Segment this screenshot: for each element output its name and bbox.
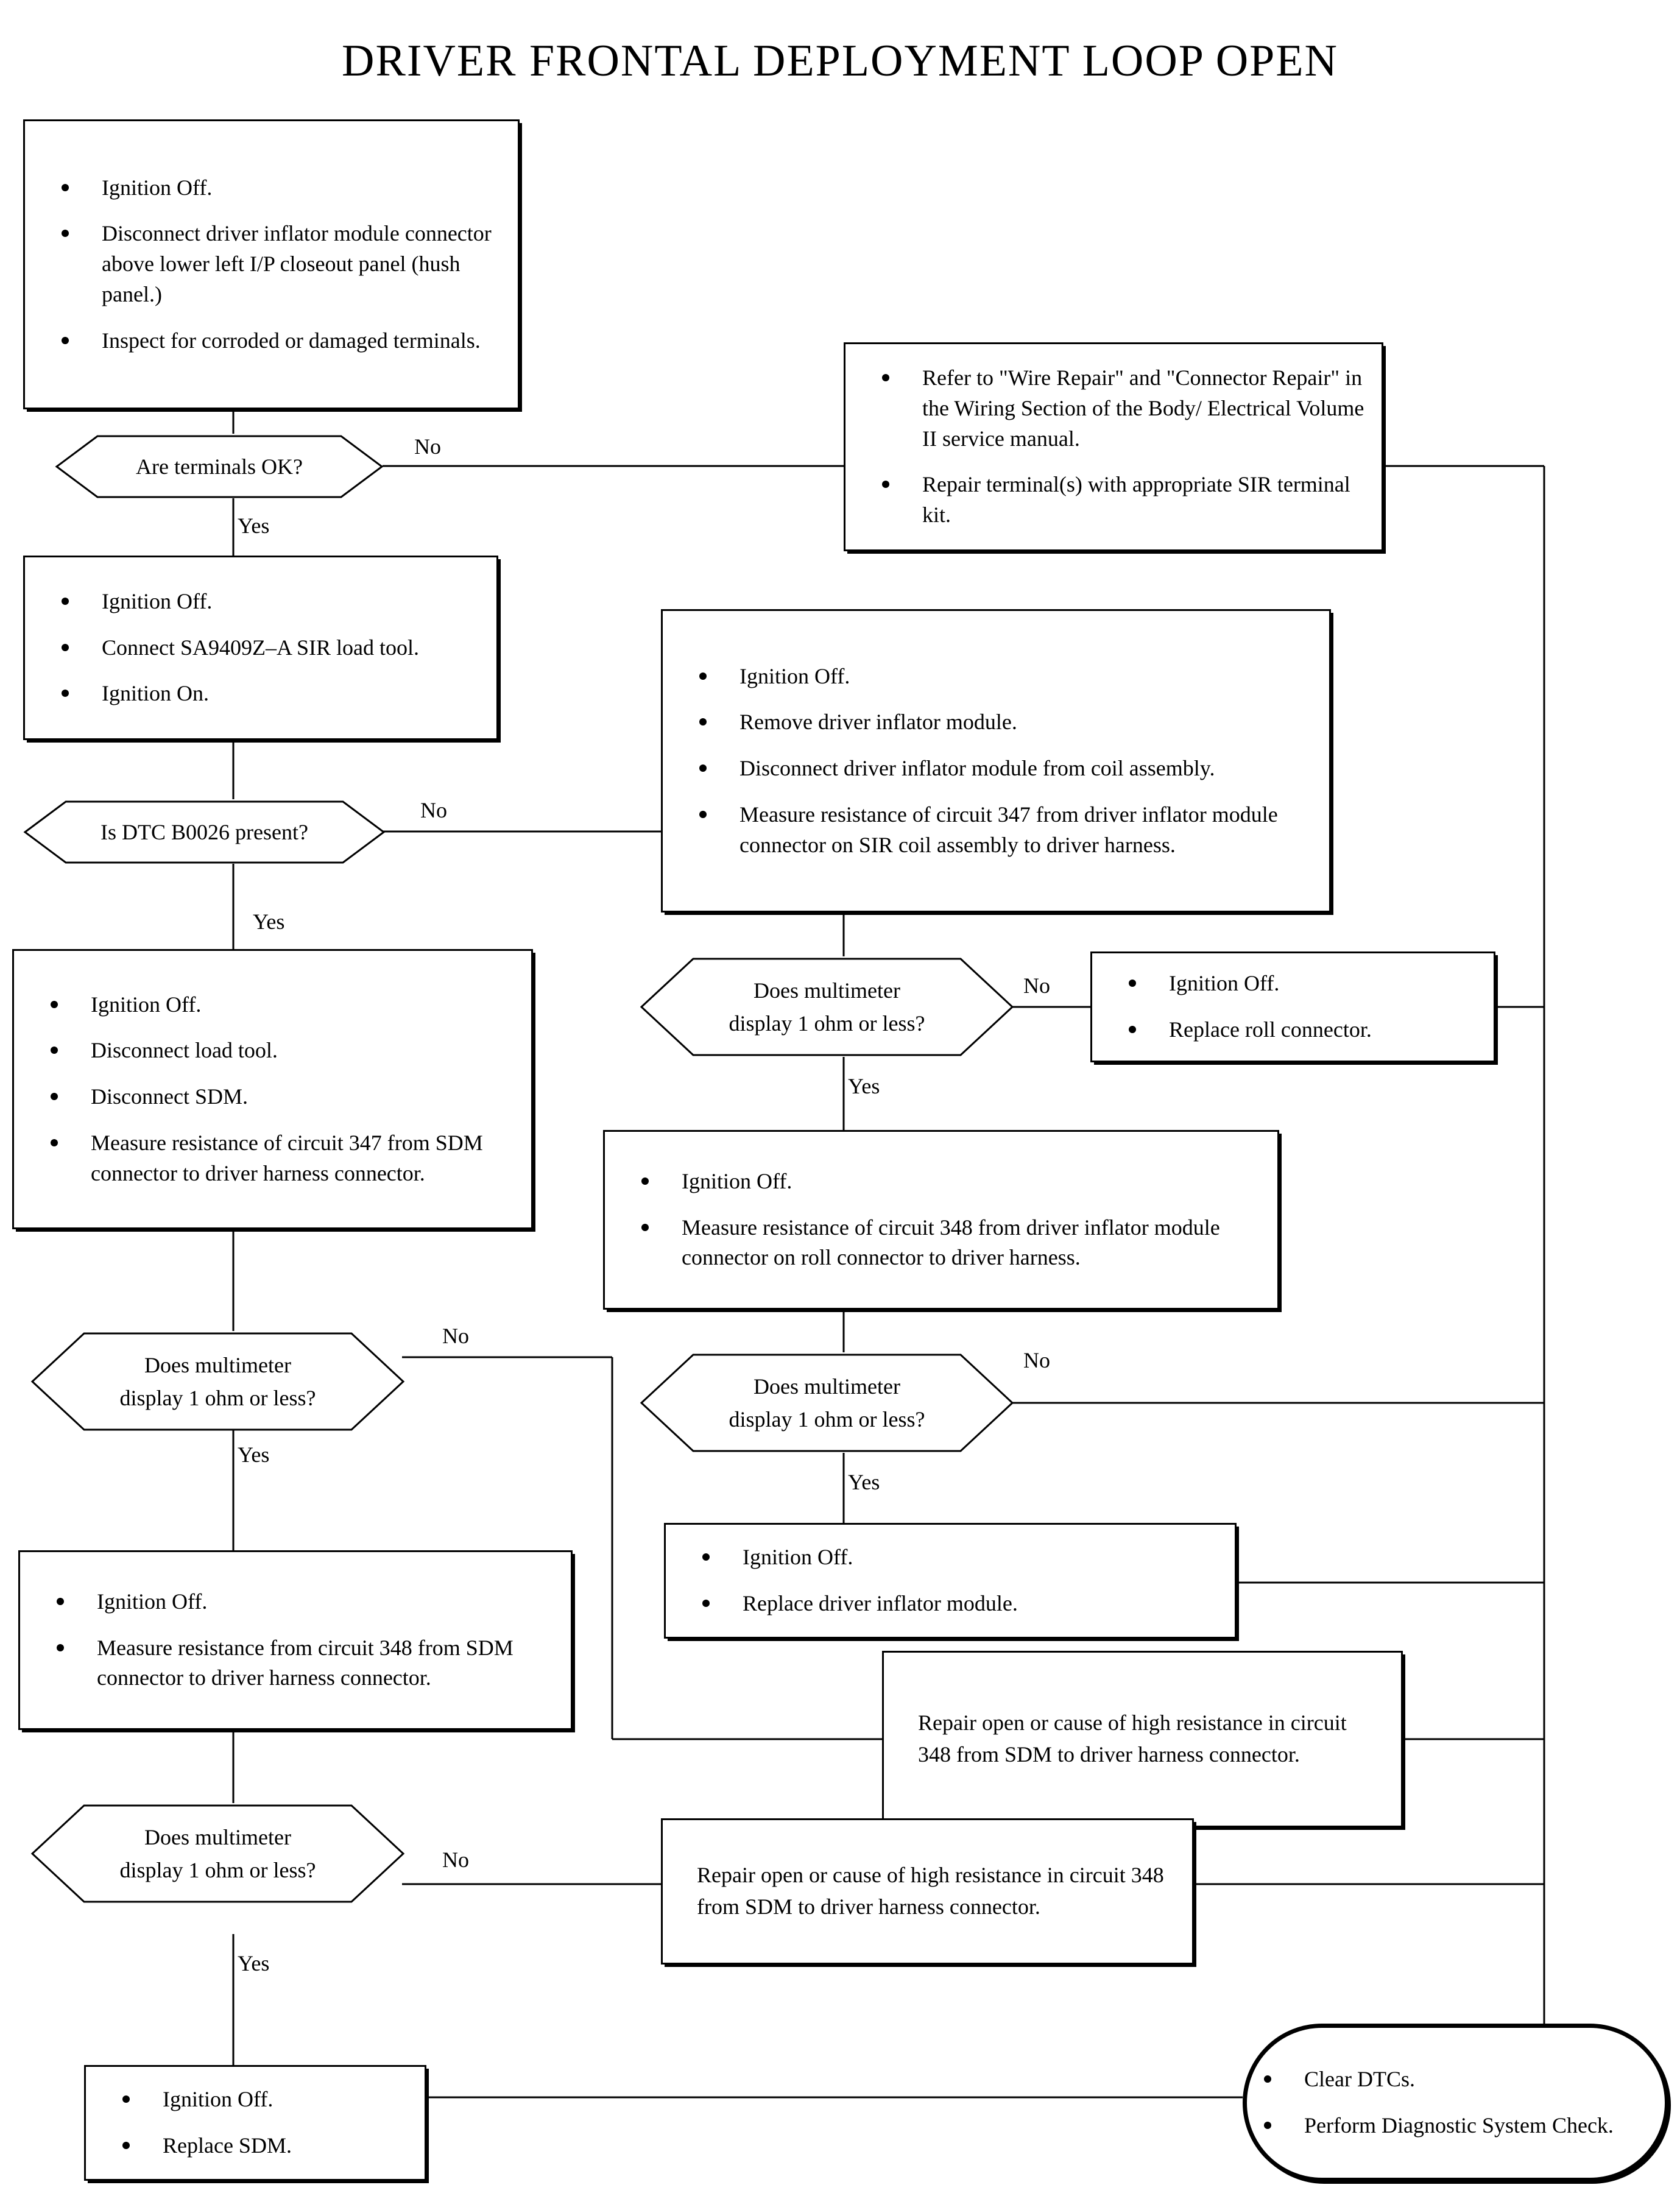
edge-label-no: No	[442, 1848, 469, 1872]
edge-label-no: No	[1023, 973, 1050, 998]
decision-line: display 1 ohm or less?	[119, 1386, 316, 1410]
edge-label-yes: Yes	[238, 1442, 270, 1467]
edge-label-no: No	[420, 798, 447, 822]
action-text: Repair open or cause of high resistance …	[918, 1710, 1347, 1767]
bullet: Remove driver inflator module.	[694, 707, 1313, 738]
decision-line: Is DTC B0026 present?	[101, 820, 308, 844]
decision-line: Does multimeter	[754, 978, 900, 1003]
bullet: Refer to "Wire Repair" and "Connector Re…	[877, 363, 1366, 454]
step-inspect-terminals: Ignition Off. Disconnect driver inflator…	[23, 119, 520, 409]
decision-line: Does multimeter	[144, 1353, 291, 1377]
step-measure-347-coil: Ignition Off. Remove driver inflator mod…	[661, 609, 1331, 913]
step-measure-348-sdm: Ignition Off. Measure resistance from ci…	[18, 1550, 573, 1730]
decision-multimeter-a: Does multimeter display 1 ohm or less?	[640, 956, 1014, 1057]
decision-multimeter-c: Does multimeter display 1 ohm or less?	[640, 1352, 1014, 1453]
decision-line: Does multimeter	[144, 1825, 291, 1849]
edge-label-yes: Yes	[253, 909, 285, 934]
bullet: Replace driver inflator module.	[697, 1589, 1219, 1619]
action-text: Repair open or cause of high resistance …	[697, 1863, 1164, 1919]
bullet: Ignition Off.	[637, 1167, 1262, 1197]
bullet: Measure resistance of circuit 347 from d…	[694, 800, 1313, 860]
edge-label-no: No	[414, 434, 441, 459]
action-wire-repair: Refer to "Wire Repair" and "Connector Re…	[844, 342, 1383, 551]
terminator-clear-dtcs: Clear DTCs. Perform Diagnostic System Ch…	[1243, 2024, 1669, 2182]
action-repair-348-b: Repair open or cause of high resistance …	[661, 1818, 1194, 1965]
bullet: Disconnect load tool.	[46, 1036, 515, 1066]
bullet: Measure resistance from circuit 348 from…	[52, 1633, 555, 1693]
bullet: Ignition Off.	[46, 990, 515, 1020]
bullet: Replace roll connector.	[1124, 1015, 1478, 1045]
step-connect-load-tool: Ignition Off. Connect SA9409Z–A SIR load…	[23, 556, 498, 740]
bullet: Replace SDM.	[118, 2131, 409, 2161]
bullet: Repair terminal(s) with appropriate SIR …	[877, 470, 1366, 530]
action-replace-roll-connector: Ignition Off. Replace roll connector.	[1090, 951, 1495, 1062]
bullet: Disconnect driver inflator module from c…	[694, 754, 1313, 784]
action-replace-inflator-module: Ignition Off. Replace driver inflator mo…	[664, 1523, 1237, 1639]
decision-line: display 1 ohm or less?	[119, 1858, 316, 1882]
bullet: Connect SA9409Z–A SIR load tool.	[57, 633, 481, 663]
bullet: Measure resistance of circuit 347 from S…	[46, 1128, 515, 1188]
edge-label-no: No	[1023, 1348, 1050, 1372]
decision-line: display 1 ohm or less?	[729, 1011, 925, 1036]
decision-dtc-b0026: Is DTC B0026 present?	[23, 799, 386, 865]
bullet: Ignition Off.	[57, 173, 502, 203]
bullet: Clear DTCs.	[1259, 2064, 1649, 2095]
decision-terminals-ok: Are terminals OK?	[55, 434, 384, 500]
decision-multimeter-b: Does multimeter display 1 ohm or less?	[30, 1331, 405, 1432]
edge-label-yes: Yes	[848, 1470, 880, 1494]
edge-label-no: No	[442, 1324, 469, 1348]
action-replace-sdm: Ignition Off. Replace SDM.	[84, 2065, 426, 2181]
bullet: Inspect for corroded or damaged terminal…	[57, 326, 502, 356]
bullet: Perform Diagnostic System Check.	[1259, 2111, 1649, 2141]
decision-multimeter-d: Does multimeter display 1 ohm or less?	[30, 1803, 405, 1904]
step-measure-347-sdm: Ignition Off. Disconnect load tool. Disc…	[12, 949, 533, 1229]
decision-line: Does multimeter	[754, 1374, 900, 1399]
edge-label-yes: Yes	[238, 1951, 270, 1975]
bullet: Ignition Off.	[52, 1587, 555, 1617]
bullet: Ignition Off.	[694, 662, 1313, 692]
bullet: Ignition Off.	[1124, 969, 1478, 999]
step-measure-348-roll: Ignition Off. Measure resistance of circ…	[603, 1130, 1279, 1310]
bullet: Ignition Off.	[697, 1542, 1219, 1573]
bullet: Ignition Off.	[57, 587, 481, 617]
decision-line: Are terminals OK?	[136, 454, 303, 479]
decision-line: display 1 ohm or less?	[729, 1407, 925, 1432]
bullet: Ignition Off.	[118, 2085, 409, 2115]
bullet: Disconnect SDM.	[46, 1082, 515, 1112]
bullet: Disconnect driver inflator module connec…	[57, 219, 502, 309]
edge-label-yes: Yes	[238, 514, 270, 538]
bullet: Measure resistance of circuit 348 from d…	[637, 1213, 1262, 1273]
action-repair-348-a: Repair open or cause of high resistance …	[882, 1651, 1403, 1827]
page-title: DRIVER FRONTAL DEPLOYMENT LOOP OPEN	[342, 36, 1338, 86]
edge-label-yes: Yes	[848, 1074, 880, 1098]
bullet: Ignition On.	[57, 679, 481, 709]
